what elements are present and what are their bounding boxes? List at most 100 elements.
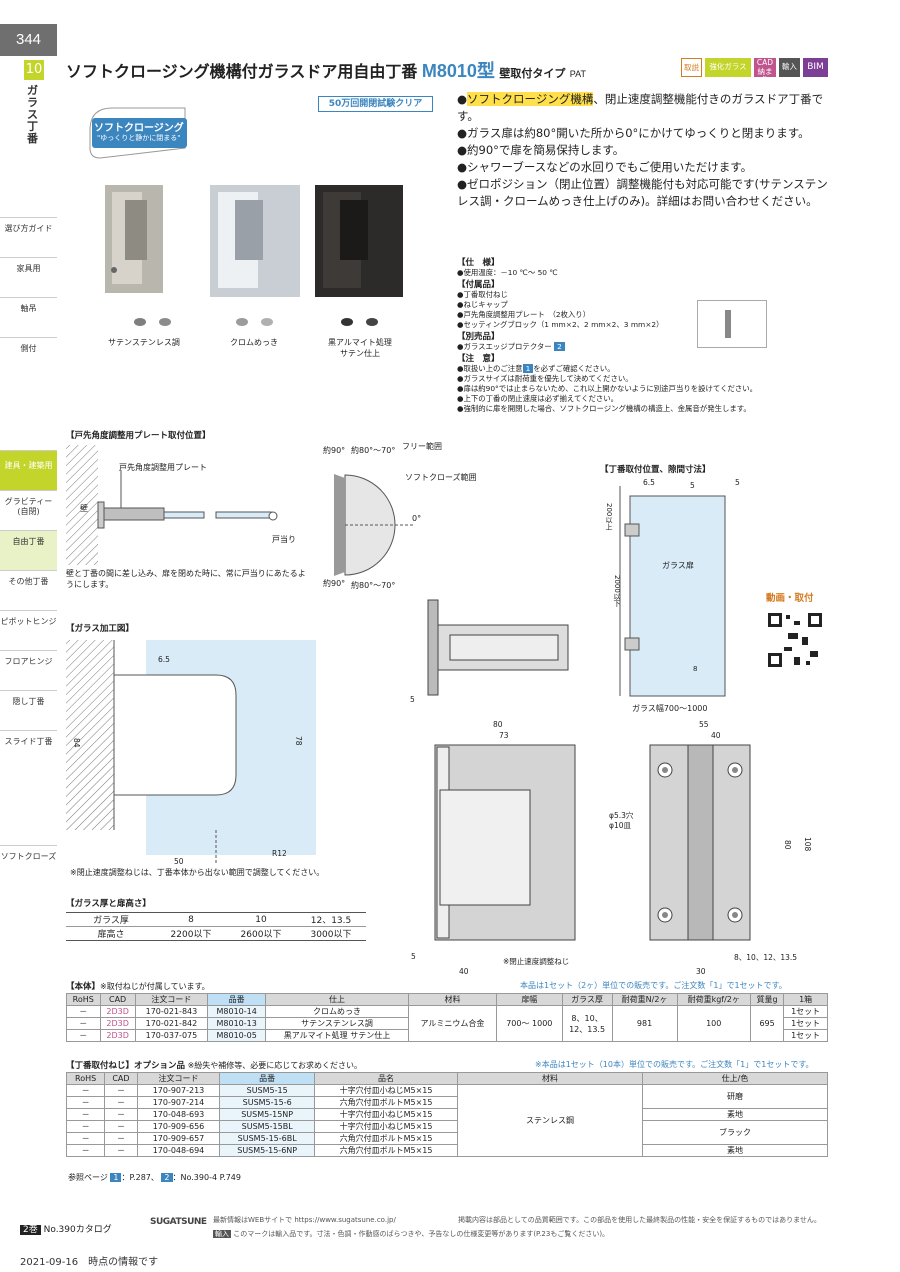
opt-table-title: 【丁番取付ねじ】オプション品: [66, 1061, 186, 1071]
feature-4-text: シャワーブースなどの水回りでもご使用いただけます。: [467, 160, 753, 174]
cell-name: 六角穴付皿ボルトM5×15: [314, 1096, 458, 1109]
qr-code-icon[interactable]: [766, 611, 824, 669]
spec-temperature: ●使用温度：－10 ℃～ 50 ℃: [457, 268, 558, 277]
main-table-heading: 【本体】※取付ねじが付属しています。: [66, 980, 210, 992]
main-th-pn: 品番: [207, 993, 267, 1006]
main-table-note: ※取付ねじが付属しています。: [100, 982, 210, 991]
install-diagram: [619, 486, 726, 697]
feature-list: ●ソフトクロージング機構、閉止速度調整機能付きのガラスドア丁番です。 ●ガラス扉…: [457, 91, 837, 210]
cell-load-kgf: 100: [676, 1005, 751, 1042]
install-5a: 5: [690, 481, 695, 490]
main-th-rohs: RoHS: [66, 993, 101, 1006]
install-5b: 5: [735, 478, 740, 487]
video-link[interactable]: 動画・取付: [766, 593, 814, 604]
cell-name: 六角穴付皿ボルトM5×15: [314, 1144, 458, 1157]
install-2000: 2000以下: [613, 575, 621, 607]
ref-link-1[interactable]: 1: [110, 1173, 122, 1182]
dim-80-side: 80: [783, 840, 792, 850]
nav-item-gravity[interactable]: グラビティー(自閉): [0, 490, 57, 530]
nav-item-furniture[interactable]: 家具用: [0, 257, 57, 297]
cell-code: 170-037-075: [134, 1029, 209, 1042]
hinge-chrome-image: [210, 185, 300, 297]
cad-link[interactable]: 2D3D: [99, 1017, 136, 1030]
badge-manual[interactable]: 取説: [681, 58, 702, 77]
cell-finish: 黒アルマイト処理 サテン仕上: [265, 1029, 409, 1042]
caution-4: ●上下の丁番の閉止速度は必ず揃えてください。: [457, 394, 619, 403]
cell-pn: SUSM5-15BL: [219, 1120, 316, 1133]
ref-badge-1[interactable]: 1: [522, 364, 534, 373]
nav-item-side[interactable]: 側付: [0, 337, 57, 377]
title-main: ソフトクロージング機構付ガラスドア用自由丁番: [66, 64, 418, 81]
brand-logo: SUGATSUNE: [150, 1217, 207, 1227]
product-images: [89, 107, 403, 326]
opt-th-material: 材料: [457, 1072, 643, 1085]
plate-diagram: [66, 445, 278, 565]
cell-rohs: －: [65, 1096, 106, 1109]
table-row: － － 170-048-693 SUSM5-15NP 十字穴付皿小ねじM5×15…: [65, 1108, 828, 1121]
cell-pn: SUSM5-15-6NP: [219, 1144, 316, 1157]
nav-item-concealed[interactable]: 隠し丁番: [0, 690, 57, 730]
ref-text-1: ：P.287、: [121, 1173, 159, 1182]
cell-rohs: －: [65, 1144, 106, 1157]
nav-item-free-hinge[interactable]: 自由丁番: [0, 530, 57, 570]
glasswork-r12: R12: [272, 849, 287, 858]
ref-link-2[interactable]: 2: [161, 1173, 173, 1182]
footer-web[interactable]: 最新情報はWEBサイトで https://www.sugatsune.co.jp…: [213, 1216, 396, 1224]
cad-link[interactable]: 2D3D: [99, 1029, 136, 1042]
footer-import-badge: 輸入: [213, 1230, 231, 1238]
cell-box: 1セット: [783, 1017, 828, 1030]
thickness-table: ガラス厚 8 10 12、13.5 扉高さ 2200以下 2600以下 3000…: [66, 912, 366, 941]
cell-rohs: －: [65, 1132, 106, 1145]
edge-protector-label: ●ガラスエッジプロテクター: [457, 342, 552, 351]
cell-finish-black: ブラック: [642, 1120, 828, 1145]
feature-1-text: 、閉止速度調整機能付きのガラスドア丁番です。: [457, 92, 824, 123]
free-range-label: フリー範囲: [402, 442, 442, 451]
table-row: － － 170-048-694 SUSM5-15-6NP 六角穴付皿ボルトM5×…: [65, 1144, 828, 1157]
badge-tempered-glass: 強化ガラス: [705, 58, 751, 77]
badge-cad[interactable]: CAD納まり: [754, 58, 776, 84]
install-200: 200以上: [605, 503, 613, 531]
cell-name: 六角穴付皿ボルトM5×15: [314, 1132, 458, 1145]
dim-80: 80: [493, 720, 503, 729]
door-stop-label: 戸当り: [272, 535, 296, 544]
footer-catalog: 2巻 No.390カタログ: [20, 1222, 112, 1235]
table-row: － 2D3D 170-021-842 M8010-13 サテンステンレス調 1セ…: [66, 1017, 828, 1030]
nav-item-slide[interactable]: スライド丁番: [0, 730, 57, 770]
feature-2: ●ガラス扉は約80°開いた所から0°にかけてゆっくりと閉まります。: [457, 126, 810, 140]
table-row: － 2D3D 170-021-843 M8010-14 クロムめっき アルミニウ…: [66, 1005, 828, 1042]
feature-3-text: 約90°で扉を簡易保持します。: [467, 143, 625, 157]
nav-item-other[interactable]: その他丁番: [0, 570, 57, 610]
main-table: RoHS CAD 注文コード 品番 仕上 材料 扉幅 ガラス厚 耐荷重N/2ヶ …: [66, 993, 828, 1042]
feature-5: ●ゼロポジション（閉止位置）調整機能付も対応可能です(サテンステンレス調・クロー…: [457, 177, 828, 208]
cad-link[interactable]: 2D3D: [99, 1005, 136, 1018]
cell-code: 170-021-842: [134, 1017, 209, 1030]
main-th-mass: 質量g: [749, 993, 785, 1006]
nav-item-pivot-hinge[interactable]: ピボットヒンジ: [0, 610, 57, 650]
accessory-3: ●戸先角度調整用プレート （2枚入り）: [457, 310, 591, 319]
nav-item-guide[interactable]: 選び方ガイド: [0, 217, 57, 257]
finish-black-label: 黒アルマイト処理: [328, 338, 392, 347]
nav-item-soft-close[interactable]: ソフトクローズ: [0, 845, 57, 885]
cell-finish-raw: 素地: [642, 1108, 828, 1121]
main-th-glass: ガラス厚: [561, 993, 613, 1006]
badge-bim[interactable]: BIM: [803, 58, 828, 77]
dim-108: 108: [803, 837, 812, 852]
chapter-name: ガラス丁番: [27, 84, 38, 145]
nav-item-floor-hinge[interactable]: フロアヒンジ: [0, 650, 57, 690]
table-row: － － 170-907-213 SUSM5-15 十字穴付皿小ねじM5×15 ス…: [65, 1084, 828, 1157]
dim-glass: 8、10、12、13.5: [734, 953, 798, 962]
ref-badge-2[interactable]: 2: [554, 342, 565, 351]
cell-load-n: 981: [611, 1005, 678, 1042]
plate-title: 【戸先角度調整用プレート取付位置】: [66, 431, 211, 441]
caution-1-text: ●取扱い上のご注意: [457, 364, 523, 373]
glasswork-84: 84: [72, 738, 81, 748]
cell-cad: －: [104, 1120, 138, 1133]
nav-item-pivot-axis[interactable]: 軸吊: [0, 297, 57, 337]
finish-satin-label: サテンステンレス調: [108, 338, 180, 347]
nav-item-building[interactable]: 建具・建築用: [0, 450, 57, 490]
glasswork-title: 【ガラス加工図】: [66, 624, 134, 634]
speed-screw-note: ※閉止速度調整ねじ: [503, 957, 570, 966]
accessories-heading: 【付属品】: [457, 280, 500, 290]
caution-heading: 【注 意】: [457, 354, 500, 364]
cell-rohs: －: [66, 1005, 101, 1018]
